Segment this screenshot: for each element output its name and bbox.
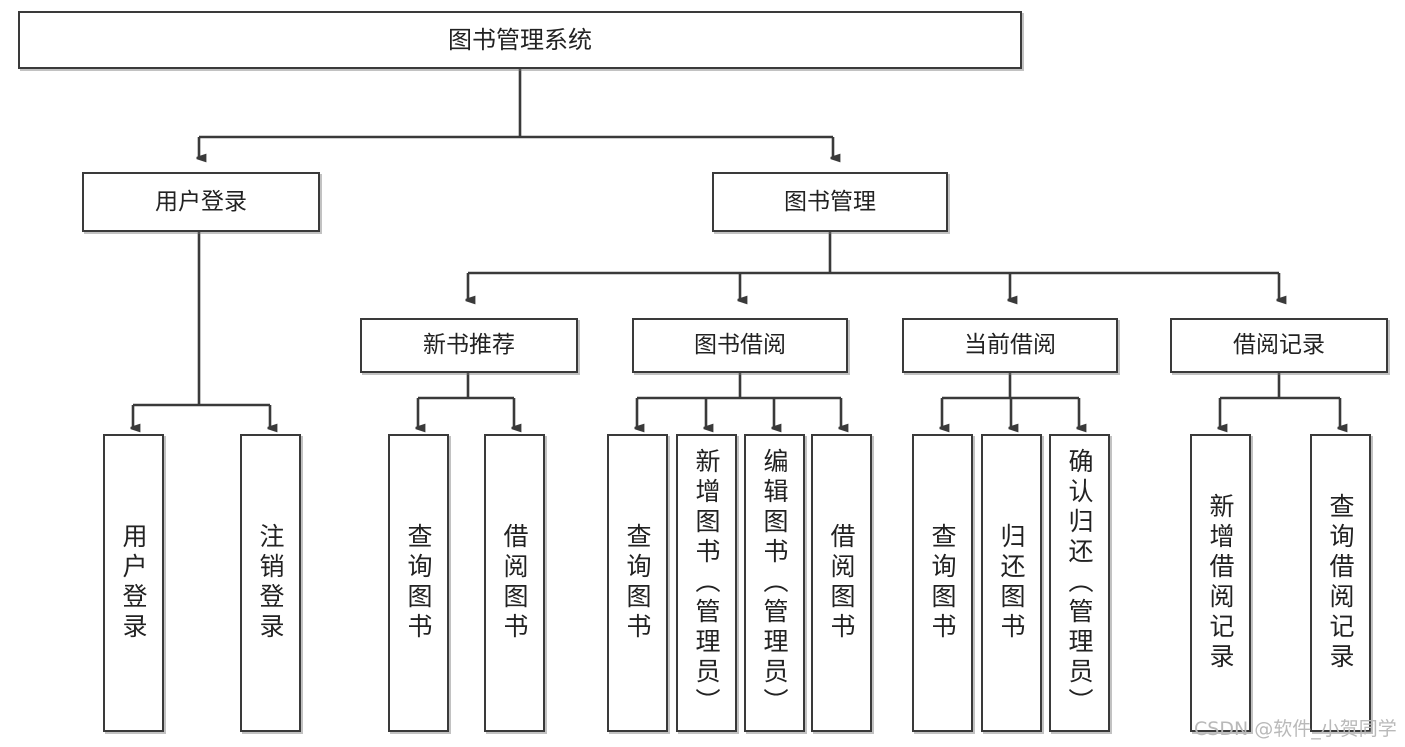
node-leaf-user-login[interactable]: 用户登录	[103, 434, 164, 732]
node-label: 确认归还（管理员）	[1065, 448, 1094, 718]
node-user-login[interactable]: 用户登录	[82, 172, 320, 232]
node-label: 新书推荐	[423, 332, 515, 359]
node-label: 归还图书	[997, 523, 1026, 643]
node-label: 借阅图书	[827, 523, 856, 643]
node-leaf-borrow-book-recommend[interactable]: 借阅图书	[484, 434, 545, 732]
csdn-watermark: CSDN @软件_小贺同学	[1194, 718, 1397, 740]
node-current-borrow[interactable]: 当前借阅	[902, 318, 1118, 373]
node-label: 查询图书	[404, 523, 433, 643]
node-label: 注销登录	[256, 523, 285, 643]
node-leaf-add-borrow-record[interactable]: 新增借阅记录	[1190, 434, 1251, 732]
node-leaf-query-borrow-record[interactable]: 查询借阅记录	[1310, 434, 1371, 732]
node-new-book-recommend[interactable]: 新书推荐	[360, 318, 578, 373]
node-leaf-borrow-book[interactable]: 借阅图书	[811, 434, 872, 732]
node-borrow-record[interactable]: 借阅记录	[1170, 318, 1388, 373]
node-label: 新增图书（管理员）	[692, 448, 721, 718]
node-leaf-confirm-return-admin[interactable]: 确认归还（管理员）	[1049, 434, 1110, 732]
node-label: 查询图书	[928, 523, 957, 643]
node-label: 图书借阅	[694, 332, 786, 359]
node-label: 图书管理系统	[448, 26, 592, 54]
node-leaf-user-logout[interactable]: 注销登录	[240, 434, 301, 732]
node-leaf-query-book-recommend[interactable]: 查询图书	[388, 434, 449, 732]
node-label: 用户登录	[155, 188, 247, 215]
node-leaf-query-book-current[interactable]: 查询图书	[912, 434, 973, 732]
node-leaf-return-book[interactable]: 归还图书	[981, 434, 1042, 732]
node-root-book-management-system[interactable]: 图书管理系统	[18, 11, 1022, 69]
node-label: 用户登录	[119, 523, 148, 643]
node-label: 查询图书	[623, 523, 652, 643]
node-leaf-edit-book-admin[interactable]: 编辑图书（管理员）	[744, 434, 805, 732]
node-leaf-query-book-borrow[interactable]: 查询图书	[607, 434, 668, 732]
node-label: 查询借阅记录	[1326, 493, 1355, 673]
node-label: 借阅记录	[1233, 332, 1325, 359]
node-leaf-add-book-admin[interactable]: 新增图书（管理员）	[676, 434, 737, 732]
node-book-borrow[interactable]: 图书借阅	[632, 318, 848, 373]
node-label: 图书管理	[784, 188, 876, 215]
node-label: 编辑图书（管理员）	[760, 448, 789, 718]
node-label: 借阅图书	[500, 523, 529, 643]
node-label: 新增借阅记录	[1206, 493, 1235, 673]
node-label: 当前借阅	[964, 332, 1056, 359]
node-book-management[interactable]: 图书管理	[712, 172, 948, 232]
